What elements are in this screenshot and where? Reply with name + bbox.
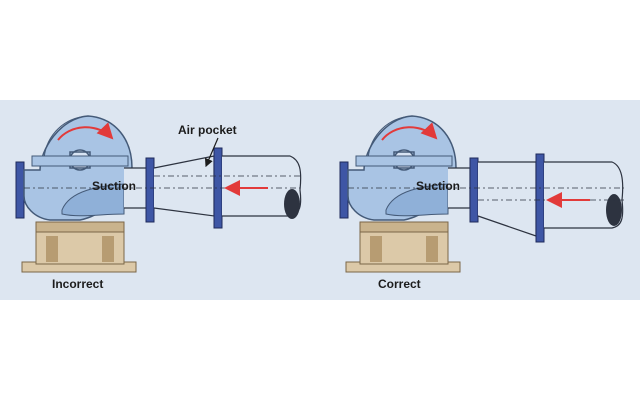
rotation-arrow-right	[381, 122, 438, 141]
pump-casing-right	[347, 115, 457, 221]
flange-pump-side-left	[145, 157, 155, 223]
pump-casing-left	[23, 115, 133, 221]
air-pocket-label: Air pocket	[178, 123, 237, 137]
suction-label-right: Suction	[416, 179, 460, 193]
pump-base-left	[21, 221, 137, 273]
caption-incorrect: Incorrect	[52, 277, 103, 291]
pump-base-right	[345, 221, 461, 273]
pipe-opening-right	[606, 194, 622, 226]
rotation-arrow-left	[57, 122, 114, 141]
flange-pump-side-right	[469, 157, 479, 223]
flange-pipe-side-right	[535, 153, 545, 243]
caption-correct: Correct	[378, 277, 421, 291]
pump-inlet-flange-left	[15, 161, 25, 219]
correct-installation: Suction Correct	[339, 115, 624, 291]
air-pocket-pointer	[204, 137, 219, 168]
pipe-opening-left	[284, 189, 300, 219]
incorrect-installation: Suction Air pocket Incorrect	[15, 115, 302, 291]
suction-label-left: Suction	[92, 179, 136, 193]
pump-inlet-flange-right	[339, 161, 349, 219]
